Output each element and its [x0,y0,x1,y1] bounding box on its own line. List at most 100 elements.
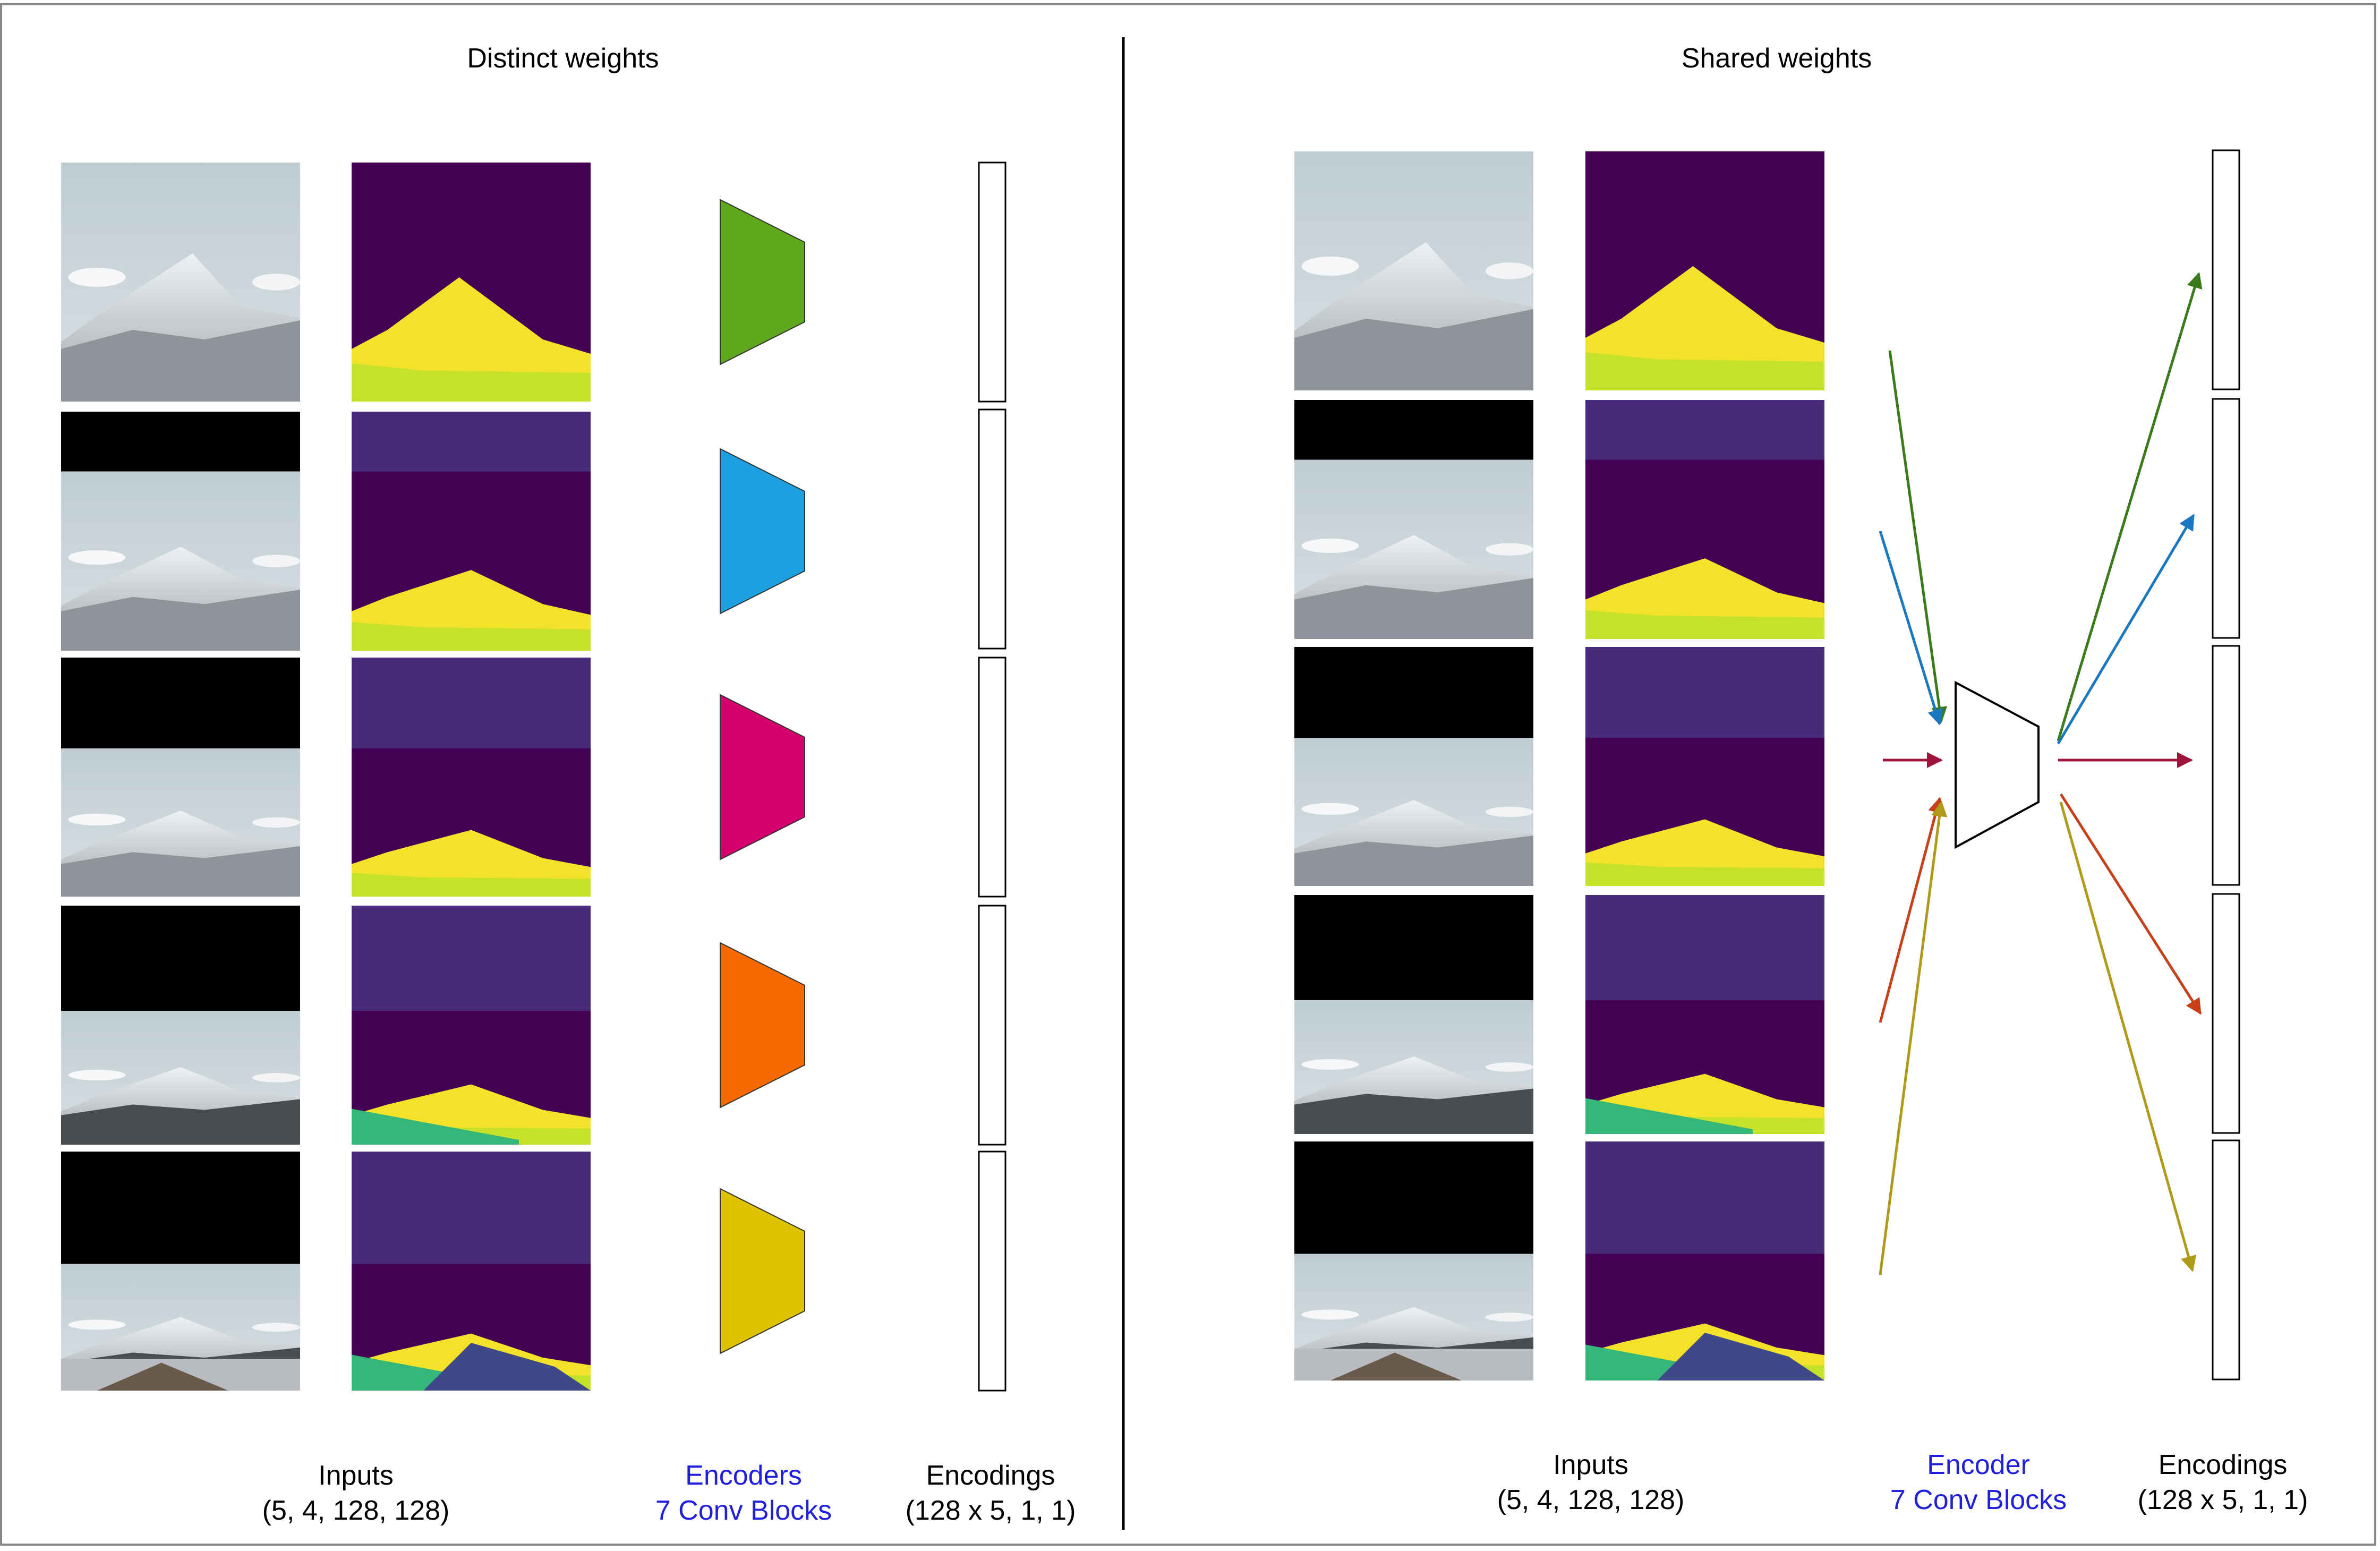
black-padding [61,1152,300,1264]
foreground-ridge [1294,836,1533,886]
input-photo [61,906,300,1145]
encodings-label-distinct: Encodings (128 x 5, 1, 1) [884,1458,1097,1528]
input-row [1294,647,1824,886]
input-photo [61,412,300,651]
seg-roof [1657,1333,1824,1380]
black-padding [61,906,300,1011]
cloud [1301,539,1359,553]
input-photo [1294,151,1533,390]
input-photo [1294,1141,1533,1380]
encoder-block [720,1188,805,1354]
input-photo [61,658,300,897]
cloud [68,550,126,565]
cloud [1486,806,1533,817]
black-padding [1294,647,1533,738]
seg-padding-band [1585,895,1824,1000]
cloud [252,555,300,568]
seg-foreground [1585,862,1824,886]
input-arrow [1888,350,1948,723]
encoder-block [720,694,805,860]
input-photo [1294,895,1533,1134]
seg-padding-band [1585,400,1824,460]
cloud [252,1323,300,1332]
segmentation-mask [1585,1141,1824,1380]
cloud [1301,803,1359,815]
cloud [1486,1062,1533,1072]
black-padding [1294,400,1533,460]
foreground-ridge [61,1099,300,1145]
input-arrow [1879,800,1948,1275]
encoding-vector [2212,893,2240,1134]
output-arrow [2059,793,2202,1015]
seg-foreground [1585,610,1824,639]
cloud [1486,1313,1533,1322]
segmentation-mask [352,906,591,1145]
black-padding [1294,1141,1533,1254]
foreground-ridge [61,846,300,897]
shared-encoder-block [1955,680,2040,849]
encoding-vector [978,657,1006,898]
encoder-block [720,199,805,365]
cloud [1486,262,1533,279]
encoding-vector [2212,645,2240,886]
input-row [61,906,591,1145]
seg-foreground [352,622,591,651]
foreground-ridge [1294,1088,1533,1134]
seg-padding-band [352,658,591,748]
encodings-shape: (128 x 5, 1, 1) [905,1495,1076,1526]
cloud [68,1069,126,1081]
cloud [252,1073,300,1083]
cloud [252,817,300,828]
inputs-shape: (5, 4, 128, 128) [262,1495,450,1526]
black-padding [61,658,300,748]
seg-slope [1585,1098,1753,1134]
encodings-label-shared: Encodings (128 x 5, 1, 1) [2117,1447,2329,1518]
seg-padding-band [1585,647,1824,738]
seg-foreground [1585,352,1824,390]
input-photo [1294,400,1533,639]
encoders-label-distinct: Encoders 7 Conv Blocks [637,1458,850,1528]
segmentation-mask [352,163,591,402]
input-row [1294,151,1824,390]
encoding-vector [978,161,1006,403]
cloud [252,274,300,291]
input-photo [61,1152,300,1391]
seg-padding-band [352,906,591,1011]
seg-foreground [352,873,591,897]
segmentation-mask [1585,151,1824,390]
cloud [1301,1059,1359,1070]
segmentation-mask [1585,895,1824,1134]
encoder-detail: 7 Conv Blocks [1890,1485,2067,1515]
input-row [61,658,591,897]
encoder-block [720,448,805,615]
segmentation-mask [1585,400,1824,639]
encodings-title: Encodings [926,1460,1055,1491]
input-row [61,163,591,402]
input-arrow [1879,531,1943,726]
input-arrow [1879,797,1944,1023]
encoding-vector [978,1151,1006,1392]
cloud [1486,543,1533,556]
inputs-shape: (5, 4, 128, 128) [1497,1485,1685,1515]
foreground-ridge [1294,309,1533,390]
input-row [61,1152,591,1391]
encoding-vector [2212,398,2240,639]
segmentation-mask [352,1152,591,1391]
black-padding [1294,895,1533,1000]
foreground-ridge [61,320,300,402]
encoder-block [720,942,805,1109]
output-arrow [2057,514,2195,745]
encoding-vector [978,905,1006,1146]
encoder-title: Encoder [1927,1450,2030,1480]
encoding-vector [2212,1139,2240,1380]
panel-title-distinct: Distinct weights [467,43,659,74]
cloud [68,268,126,287]
cloud [1301,1309,1359,1320]
input-row [1294,1141,1824,1380]
encodings-title: Encodings [2158,1450,2288,1480]
segmentation-mask [352,412,591,651]
black-padding [61,412,300,472]
cloud [1301,257,1359,276]
input-photo [61,163,300,402]
